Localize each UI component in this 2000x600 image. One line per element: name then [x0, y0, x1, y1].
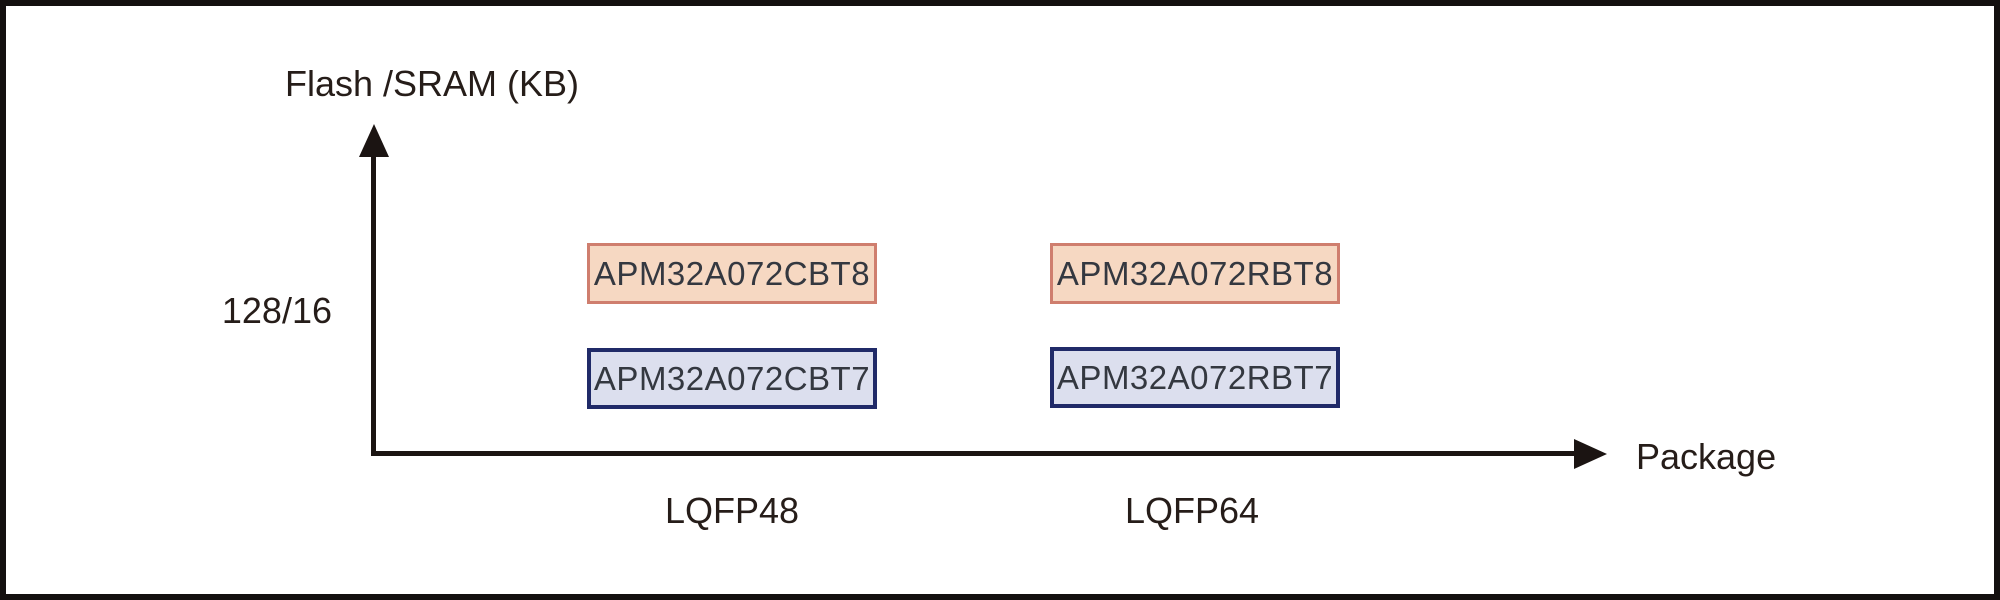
- x-axis-title: Package: [1636, 436, 1777, 477]
- part-label: APM32A072RBT7: [1056, 358, 1334, 396]
- x-category-lqfp48: LQFP48: [664, 490, 800, 531]
- part-box-apm32a072rbt8: APM32A072RBT8: [1050, 243, 1340, 304]
- part-box-apm32a072cbt8: APM32A072CBT8: [587, 243, 877, 304]
- y-axis-title: Flash /SRAM (KB): [285, 63, 580, 104]
- part-box-apm32a072rbt7: APM32A072RBT7: [1050, 347, 1340, 408]
- x-category-lqfp64: LQFP64: [1124, 490, 1260, 531]
- x-axis-line: [371, 451, 1576, 456]
- y-axis-tick-label: 128/16: [221, 290, 332, 331]
- part-label: APM32A072CBT8: [593, 254, 871, 292]
- part-label: APM32A072RBT8: [1056, 254, 1334, 292]
- x-axis-arrowhead-icon: [1574, 439, 1607, 469]
- part-label: APM32A072CBT7: [593, 359, 871, 397]
- part-box-apm32a072cbt7: APM32A072CBT7: [587, 348, 877, 409]
- y-axis-line: [371, 142, 376, 456]
